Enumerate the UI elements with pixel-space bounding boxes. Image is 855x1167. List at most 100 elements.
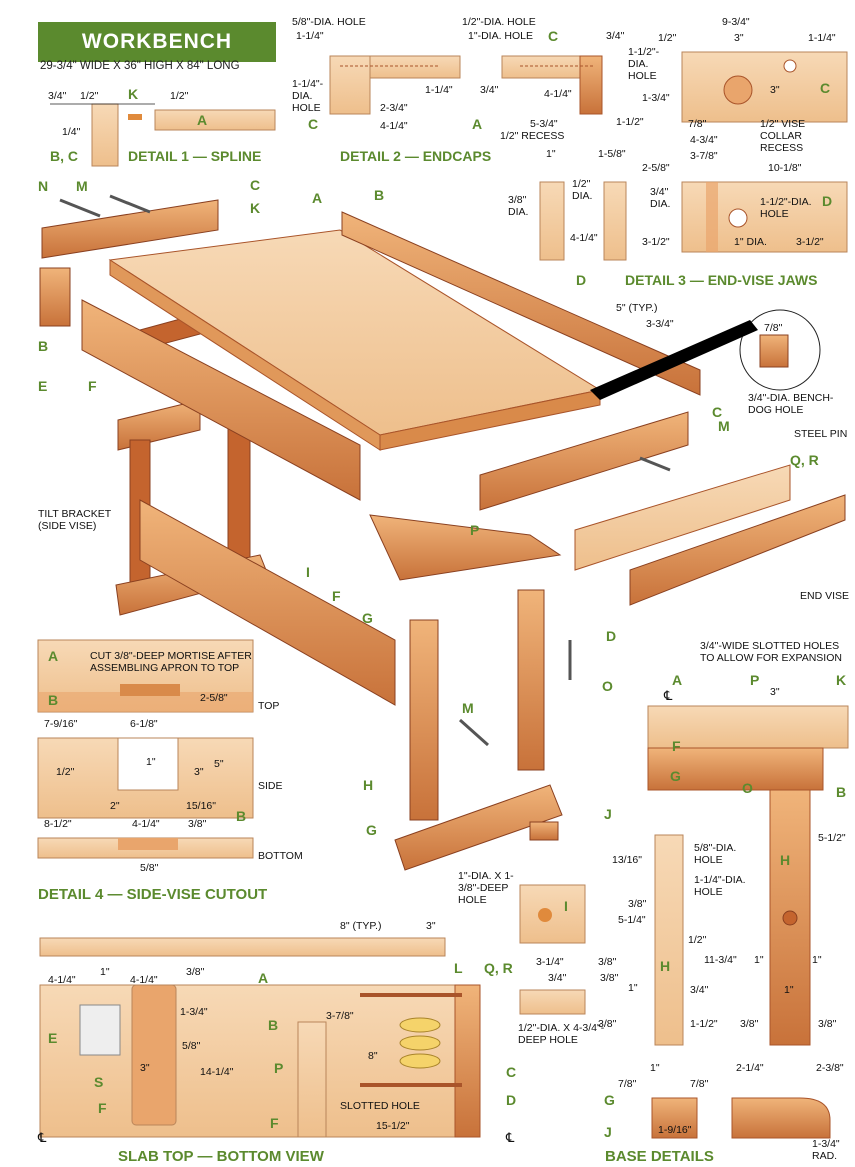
label-e: E <box>38 378 48 394</box>
label-b-d4: B <box>48 692 59 708</box>
label-h: H <box>363 777 374 793</box>
note-cut-mortise: CUT 3/8"-DEEP MORTISE AFTER ASSEMBLING A… <box>90 650 252 674</box>
dim-d4-0: 2-5/8" <box>200 692 228 704</box>
label-k: K <box>128 86 139 102</box>
dim-slab-1: 1" <box>100 966 110 978</box>
label-a-slab: A <box>258 970 269 986</box>
note-end-vise: END VISE <box>800 590 850 602</box>
dim-base-9: 3/8" <box>598 956 617 968</box>
label-j: J <box>604 806 612 822</box>
dim-d2-4: 4-1/4" <box>380 120 408 132</box>
label-b-base: B <box>836 784 847 800</box>
centerline-mark-3: ℄ <box>664 688 673 703</box>
dim-base-10: 3/8" <box>600 972 619 984</box>
dim-slab-10: 15-1/2" <box>376 1120 410 1132</box>
note-deep-hole-1: 1"-DIA. X 1-3/8"-DEEP HOLE <box>458 870 514 906</box>
dim-base-4: 5-1/4" <box>618 914 646 926</box>
label-m3: M <box>462 700 474 716</box>
dim-slab-11: 3" <box>426 920 436 932</box>
dim-d4-10: 4-1/4" <box>132 818 160 830</box>
dim-base-14: 3/8" <box>740 1018 759 1030</box>
note-hole-12: 1/2"-DIA. HOLE <box>462 16 536 28</box>
dim-d2-10: 3/4" <box>606 30 625 42</box>
note-top: TOP <box>258 700 280 712</box>
label-g2: G <box>366 822 377 838</box>
dim-d3-14: 1-5/8" <box>598 148 626 160</box>
dim-d2-3: 2-3/4" <box>380 102 408 114</box>
note-dia-12: 1/2" DIA. <box>572 178 593 202</box>
label-d-d3: D <box>822 193 833 209</box>
label-bc: B, C <box>50 148 78 164</box>
dim-base-3: 3/8" <box>628 898 647 910</box>
dim-slab-0: 4-1/4" <box>48 974 76 986</box>
dim-d4-1: 7-9/16" <box>44 718 78 730</box>
note-slotted-hole: SLOTTED HOLE <box>340 1100 420 1112</box>
label-p-base: P <box>750 672 760 688</box>
note-hole-112b: 1-1/2"-DIA. HOLE <box>760 196 812 220</box>
label-c: C <box>250 177 261 193</box>
dim-slab-8: 3-7/8" <box>326 1010 354 1022</box>
caption-detail-4: DETAIL 4 — SIDE-VISE CUTOUT <box>38 886 268 903</box>
dim-d1-2: 1/2" <box>170 90 189 102</box>
dim-d3-11: 3-1/2" <box>642 236 670 248</box>
note-bench-dog: 3/4"-DIA. BENCH-DOG HOLE <box>748 392 834 416</box>
note-side: SIDE <box>258 780 283 792</box>
dim-base-16: 1" <box>754 954 764 966</box>
caption-detail-2: DETAIL 2 — ENDCAPS <box>340 148 492 164</box>
dim-slab-7: 14-1/4" <box>200 1066 234 1078</box>
note-8-typ: 8" (TYP.) <box>340 920 382 932</box>
note-deep-hole-2: 1/2"-DIA. X 4-3/4"-DEEP HOLE <box>518 1022 605 1046</box>
label-o: O <box>602 678 613 694</box>
detail-1-spline <box>50 103 276 167</box>
dim-slab-3: 3/8" <box>186 966 205 978</box>
dim-d3-13: 1" <box>546 148 556 160</box>
label-f3: F <box>98 1100 107 1116</box>
label-qr2: Q, R <box>484 960 513 976</box>
label-i-base: I <box>564 898 568 914</box>
label-f2: F <box>332 588 341 604</box>
label-f-base: F <box>672 738 681 754</box>
label-p: P <box>470 522 480 538</box>
label-d-slab: D <box>506 1092 517 1108</box>
dim-d3-3: 1-1/4" <box>808 32 836 44</box>
slab-bottom-view <box>39 937 481 1138</box>
dim-d3-2: 3" <box>734 32 744 44</box>
dim-d3-6: 7/8" <box>688 118 707 130</box>
label-i: I <box>306 564 310 580</box>
note-hole-58: 5/8"-DIA. HOLE <box>292 16 366 28</box>
caption-slab: SLAB TOP — BOTTOM VIEW <box>118 1148 324 1165</box>
dim-d2-1: 1-1/4" <box>296 30 324 42</box>
dim-d1-3: 1/4" <box>62 126 81 138</box>
dim-d2-7: 4-1/4" <box>544 88 572 100</box>
note-steel-pin: STEEL PIN <box>794 428 848 440</box>
label-j-base: J <box>604 1124 612 1140</box>
label-c3: C <box>712 404 723 420</box>
note-tilt-bracket: TILT BRACKET (SIDE VISE) <box>38 508 111 532</box>
dim-d3-10: 10-1/8" <box>768 162 802 174</box>
note-5-typ: 5" (TYP.) <box>616 302 658 314</box>
dim-base-5: 1/2" <box>688 934 707 946</box>
note-hole-114: 1-1/4"-DIA. HOLE <box>292 78 324 114</box>
dim-base-2: 13/16" <box>612 854 643 866</box>
label-h-base2: H <box>660 958 671 974</box>
dim-d4-4: 1/2" <box>56 766 75 778</box>
dim-base-20: 7/8" <box>690 1078 709 1090</box>
label-qr: Q, R <box>790 452 819 468</box>
dim-d3-7: 4-3/4" <box>690 134 718 146</box>
note-hole-58b: 5/8"-DIA. HOLE <box>694 842 737 866</box>
dim-base-1: 5-1/2" <box>818 832 846 844</box>
label-k2: K <box>250 200 261 216</box>
dim-d4-8: 15/16" <box>186 800 217 812</box>
dim-base-12: 3/8" <box>598 1018 617 1030</box>
label-o-base: O <box>742 780 753 796</box>
dim-d4-2: 6-1/8" <box>130 718 158 730</box>
dim-d1-0: 3/4" <box>48 90 67 102</box>
note-hole-114b: 1-1/4"-DIA. HOLE <box>694 874 746 898</box>
dim-d4-11: 3/8" <box>188 818 207 830</box>
dim-base-21: 1-9/16" <box>658 1124 692 1136</box>
dim-base-19: 7/8" <box>618 1078 637 1090</box>
label-g-base2: G <box>604 1092 615 1108</box>
label-c-d2b: C <box>548 28 559 44</box>
dim-d3-5: 3" <box>770 84 780 96</box>
dim-slab-6: 3" <box>140 1062 150 1074</box>
